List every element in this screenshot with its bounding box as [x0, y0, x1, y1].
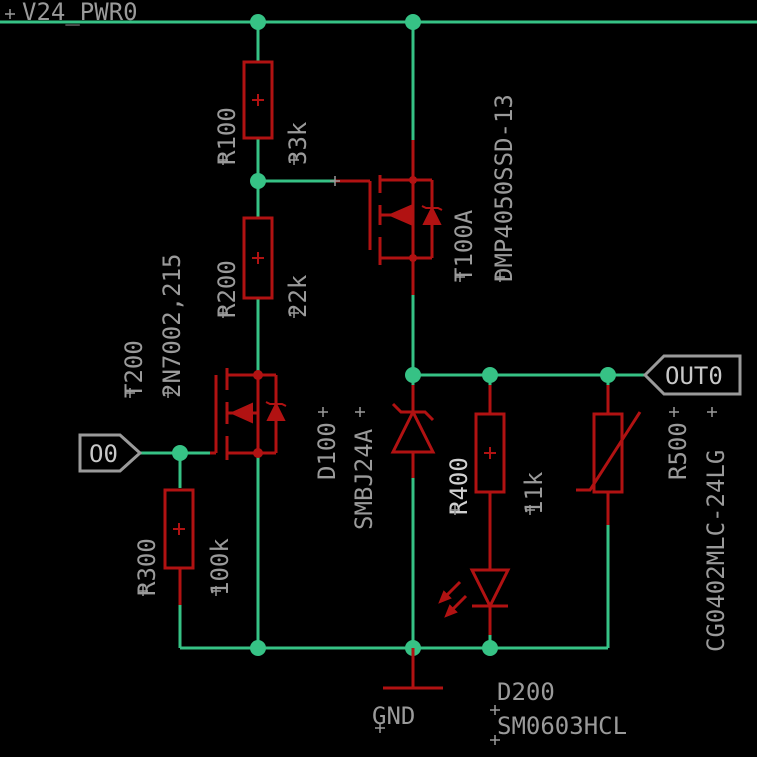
resistor-r200[interactable]: [242, 216, 274, 300]
tvs-diode-d100[interactable]: [390, 385, 436, 478]
junction-dot: [482, 367, 498, 383]
t100-ref-label: T100A: [450, 209, 478, 282]
d200-value-label: SM0603HCL: [497, 712, 627, 740]
ground-symbol: [383, 648, 443, 690]
resistor-r100[interactable]: [242, 60, 274, 140]
junction-dot: [482, 640, 498, 656]
output-port-out0[interactable]: OUT0: [642, 354, 742, 396]
origin-marks: [5, 9, 717, 745]
r200-ref-label: R200: [213, 260, 241, 318]
junction-dot: [405, 367, 421, 383]
input-port-o0[interactable]: O0: [78, 433, 143, 473]
junction-dot: [250, 640, 266, 656]
junction-dot: [405, 14, 421, 30]
resistor-r400[interactable]: [474, 385, 506, 570]
d100-ref-label: D100: [313, 422, 341, 480]
junction-dot: [250, 14, 266, 30]
t200-ref-label: T200: [120, 340, 148, 398]
wires: [0, 20, 757, 665]
r100-value-label: 33k: [284, 121, 312, 165]
r300-value-label: 100k: [206, 538, 234, 596]
resistor-r300[interactable]: [163, 488, 195, 605]
t200-value-label: 2N7002,215: [158, 254, 186, 399]
supply-net-label: V24_PWR0: [22, 0, 138, 26]
d200-ref-label: D200: [497, 678, 555, 706]
r200-value-label: 22k: [284, 274, 312, 318]
r400-ref-label: R400: [445, 457, 473, 515]
led-d200[interactable]: [438, 568, 511, 635]
ground-net-label: GND: [372, 702, 415, 730]
junction-dot: [600, 367, 616, 383]
r100-ref-label: R100: [213, 107, 241, 165]
output-port-label: OUT0: [665, 362, 723, 390]
mosfet-t100[interactable]: [335, 140, 443, 295]
mosfet-t200[interactable]: [210, 368, 287, 460]
junction-dot: [172, 445, 188, 461]
input-port-label: O0: [89, 440, 118, 468]
r500-ref-label: R500: [664, 422, 692, 480]
t100-value-label: DMP4050SSD-13: [490, 94, 518, 282]
d100-value-label: SMBJ24A: [350, 428, 378, 530]
r500-value-label: CG0402MLC-24LG: [702, 450, 730, 652]
r300-ref-label: R300: [133, 538, 161, 596]
varistor-r500[interactable]: [576, 385, 642, 525]
r400-value-label: 11k: [520, 471, 548, 515]
junction-dot: [250, 173, 266, 189]
labels: V24_PWR0 GND R100 33k R200 22k T200 2N70…: [22, 0, 730, 740]
